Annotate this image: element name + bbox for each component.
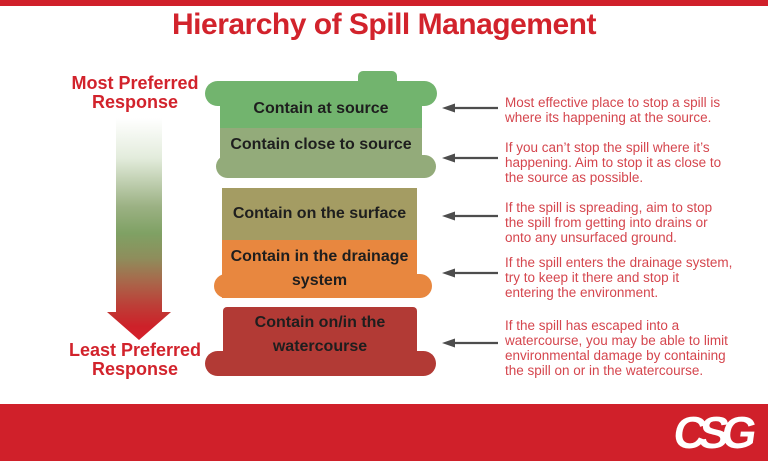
level-label: Contain on/in the watercourse [254,314,386,355]
description-contain-surface: If the spill is spreading, aim to stop t… [505,200,713,245]
left-arrow-icon [442,153,498,163]
level-label: Contain in the drainage system [230,248,409,289]
left-arrow-icon [442,103,498,113]
level-contain-close-to-source: Contain close to source [220,128,422,161]
top-border-bar [0,0,768,6]
left-arrow-icon [442,211,498,221]
level-label: Contain at source [253,100,389,117]
page-title: Hierarchy of Spill Management [172,8,596,41]
level-label: Contain on the surface [232,205,407,222]
least-preferred-label: Least Preferred Response [68,340,202,379]
left-arrow-icon [442,338,498,348]
left-arrow-icon [442,268,498,278]
level-label: Contain close to source [230,135,412,153]
description-contain-drainage: If the spill enters the drainage system,… [505,255,733,300]
description-contain-close: If you can’t stop the spill where it’s h… [505,140,722,185]
most-preferred-label: Most Preferred Response [71,73,199,112]
level-contain-at-source: Contain at source [220,90,422,128]
bottom-brand-band: CSG [0,404,768,461]
level-contain-on-surface: Contain on the surface [222,188,417,240]
description-contain-watercourse: If the spill has escaped into a watercou… [505,318,728,378]
level-contain-in-drainage: Contain in the drainage system [222,240,417,298]
preference-gradient-arrow-icon [107,118,171,340]
description-contain-at-source: Most effective place to stop a spill is … [505,95,721,125]
csg-logo: CSG [670,407,754,458]
level-contain-watercourse: Contain on/in the watercourse [223,307,417,363]
